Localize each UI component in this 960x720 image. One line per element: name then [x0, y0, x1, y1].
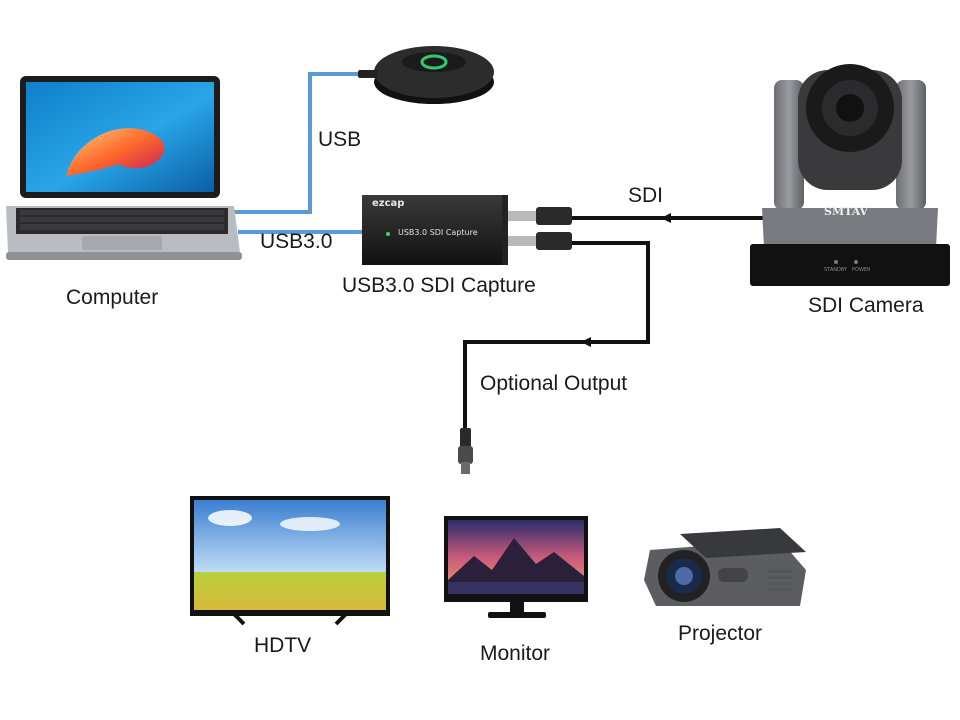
usb30-sdi-capture-box: ezcap USB3.0 SDI Capture — [360, 193, 576, 267]
usb-label: USB — [318, 128, 362, 151]
computer-label: Computer — [66, 286, 159, 309]
hdtv-screen — [190, 496, 392, 626]
camera-label: SDI Camera — [808, 294, 924, 317]
capture-model: USB3.0 SDI Capture — [398, 228, 478, 237]
camera-power-label: POWER — [852, 267, 871, 273]
projector — [640, 520, 808, 612]
usb-speakerphone — [356, 38, 496, 108]
hdtv-label: HDTV — [254, 634, 312, 657]
capture-brand: ezcap — [372, 198, 405, 209]
sdi-ptz-camera: SMTAV STANDBY POWER — [748, 58, 952, 288]
monitor-label: Monitor — [480, 642, 551, 665]
camera-brand: SMTAV — [824, 205, 868, 218]
projector-label: Projector — [678, 622, 763, 645]
usb-cable — [222, 72, 362, 214]
computer-laptop — [6, 76, 242, 262]
capture-label: USB3.0 SDI Capture — [342, 274, 536, 297]
sdi-output-cable — [463, 241, 650, 432]
usb30-label: USB3.0 — [260, 230, 333, 253]
sdi-label: SDI — [628, 184, 664, 207]
monitor-screen — [444, 516, 590, 626]
camera-standby-label: STANDBY — [824, 267, 848, 273]
bnc-plug-output — [458, 428, 473, 474]
optional-output-label: Optional Output — [480, 372, 628, 395]
